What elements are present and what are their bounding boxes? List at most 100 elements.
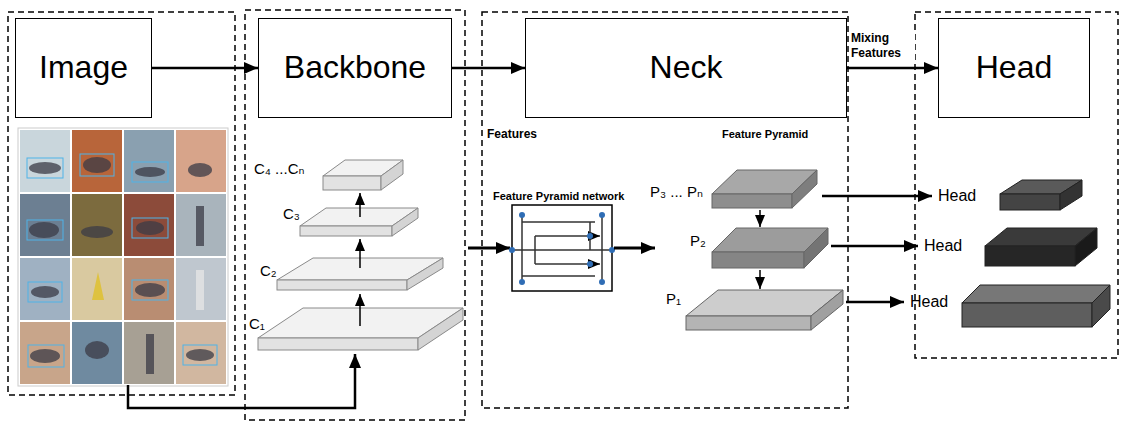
bounding-box <box>132 218 168 238</box>
feature-slab <box>381 160 403 190</box>
fpn-path <box>522 221 595 223</box>
photo-tile <box>72 322 122 384</box>
pyramid-slab <box>712 252 804 268</box>
pyramid-slab <box>804 228 828 268</box>
bounding-box <box>27 220 63 240</box>
collage-frame <box>18 128 228 386</box>
photo-tile <box>20 130 70 192</box>
feature-slab <box>300 226 392 236</box>
bounding-box <box>132 280 168 300</box>
fpn-node <box>519 212 525 218</box>
feature-slab <box>277 280 407 290</box>
person-figure <box>196 270 204 310</box>
head-label: Head <box>924 237 962 255</box>
person-figure <box>196 206 204 246</box>
feature-arrow <box>614 247 655 250</box>
fpn-node <box>587 261 593 267</box>
head-slab <box>985 246 1075 266</box>
flow-arrow <box>847 67 938 70</box>
layer-label: C₄ ...Cₙ <box>254 160 304 177</box>
fpn-path <box>512 249 612 251</box>
person-figure <box>188 163 212 177</box>
photo-tile <box>124 322 174 384</box>
feature-slab <box>407 258 443 290</box>
process-box: Backbone <box>258 18 452 118</box>
person-figure <box>136 221 164 235</box>
head-slab <box>962 285 1110 303</box>
person-figure <box>30 349 60 363</box>
photo-tile <box>20 194 70 256</box>
box-label: Backbone <box>284 50 426 85</box>
head-arrow <box>831 245 918 248</box>
photo-tile <box>124 130 174 192</box>
section-label: Features <box>487 128 537 142</box>
feature-slab <box>323 176 381 190</box>
head-arrow <box>822 196 932 302</box>
head-arrow <box>846 301 904 304</box>
feed-arrow <box>128 354 355 408</box>
bounding-box <box>28 345 64 367</box>
stage-arrow <box>759 210 761 289</box>
feature-slab <box>392 208 418 236</box>
person-figure <box>31 286 59 298</box>
level-label: P₁ <box>666 290 681 307</box>
photo-tile <box>176 194 226 256</box>
fpn-node <box>509 247 515 253</box>
pyramid-slab <box>712 194 792 208</box>
feature-slab <box>418 308 463 350</box>
head-arrow <box>822 195 932 198</box>
stage-arrow <box>359 294 361 326</box>
group-outline <box>8 10 1118 420</box>
head-slab <box>962 303 1092 327</box>
edge-label: Mixing Features <box>849 31 915 60</box>
head-slab <box>1092 285 1110 327</box>
group-outline <box>8 12 235 395</box>
feature-arrow <box>468 247 510 250</box>
level-label: P₃ ... Pₙ <box>650 183 703 200</box>
box-label: Head <box>976 50 1053 85</box>
fpn-path <box>534 236 536 264</box>
layer-label: C₁ <box>249 315 265 332</box>
fpn-path <box>512 215 612 282</box>
fpn-path <box>522 275 595 277</box>
fpn-path <box>601 215 603 282</box>
photo-tile <box>72 194 122 256</box>
bounding-box <box>132 162 168 182</box>
person-figure <box>29 157 214 374</box>
box-label: Image <box>39 50 128 85</box>
bounding-box <box>80 154 114 176</box>
head-label: Head <box>938 187 976 205</box>
head-slab <box>1075 228 1097 266</box>
box-label: Neck <box>650 50 723 85</box>
process-box: Image <box>15 18 152 118</box>
fpn-frame <box>512 205 612 291</box>
stage-arrow <box>359 193 361 326</box>
fpn-path <box>521 215 523 282</box>
bounding-box <box>27 154 217 367</box>
person-figure <box>29 162 61 174</box>
photo-tile <box>176 322 226 384</box>
person-figure <box>83 157 111 173</box>
stage-arrow <box>759 270 761 289</box>
fpn-node <box>599 279 605 285</box>
stage-arrow <box>759 210 761 227</box>
fpn-node <box>519 279 525 285</box>
process-box: Head <box>938 18 1090 118</box>
bounding-box <box>183 345 217 365</box>
person-figure <box>85 341 109 359</box>
component-label: Feature Pyramid <box>722 128 808 141</box>
pyramid-slab <box>811 290 843 330</box>
pyramid-level <box>686 170 843 330</box>
image-collage <box>18 128 228 386</box>
fpn-node <box>599 212 605 218</box>
bounding-box <box>27 158 63 178</box>
head-slab <box>1060 180 1082 210</box>
photo-tile <box>72 130 122 192</box>
head-label: Head <box>910 293 948 311</box>
fpn-node <box>509 212 615 285</box>
backbone-stage <box>258 160 463 350</box>
person-figure <box>186 349 214 361</box>
person-figure <box>146 334 154 374</box>
person-figure <box>29 222 59 238</box>
